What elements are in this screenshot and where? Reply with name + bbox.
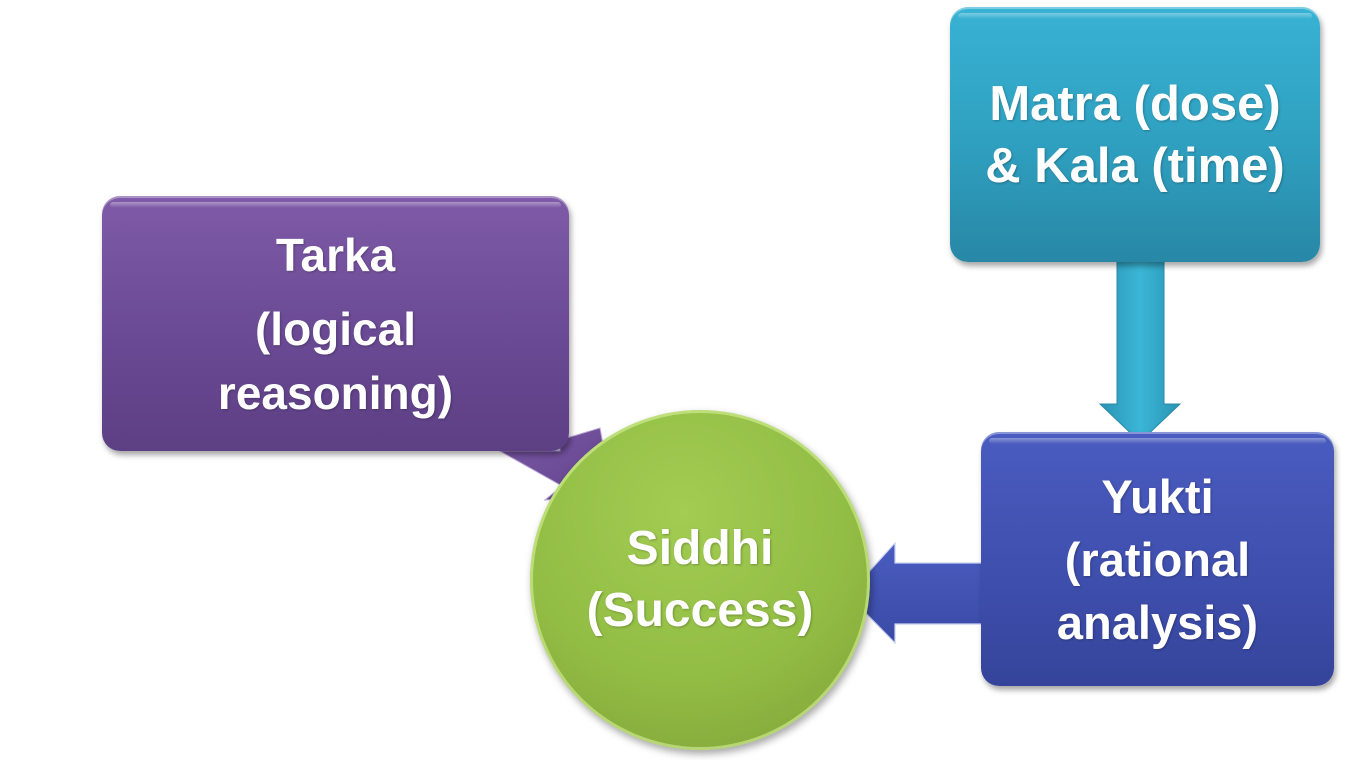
node-yukti-title: Yukti [1101,469,1214,523]
node-tarka-subtitle-line2: reasoning) [217,366,454,419]
node-matra-line2: & Kala (time) [985,138,1285,193]
node-matra-line1: Matra (dose) [989,76,1281,131]
node-tarka-title: Tarka [275,228,396,281]
node-yukti-subtitle-line1: (rational [1064,532,1251,586]
gloss-highlight [958,13,1312,19]
arrow-yukti-to-siddhi [847,541,986,645]
gloss-highlight [110,202,561,208]
node-yukti-subtitle-line2: analysis) [1056,595,1259,649]
node-tarka: Tarka (logical reasoning) [102,196,569,451]
node-siddhi: Siddhi (Success) [530,410,870,750]
node-siddhi-title: Siddhi [626,522,774,575]
node-tarka-subtitle-line1: (logical [254,302,417,355]
node-yukti: Yukti (rational analysis) [981,432,1334,686]
gloss-highlight [989,438,1326,444]
node-siddhi-subtitle: (Success) [586,584,814,637]
node-matra-kala: Matra (dose) & Kala (time) [950,7,1320,262]
arrow-matra-to-yukti [1098,257,1182,443]
